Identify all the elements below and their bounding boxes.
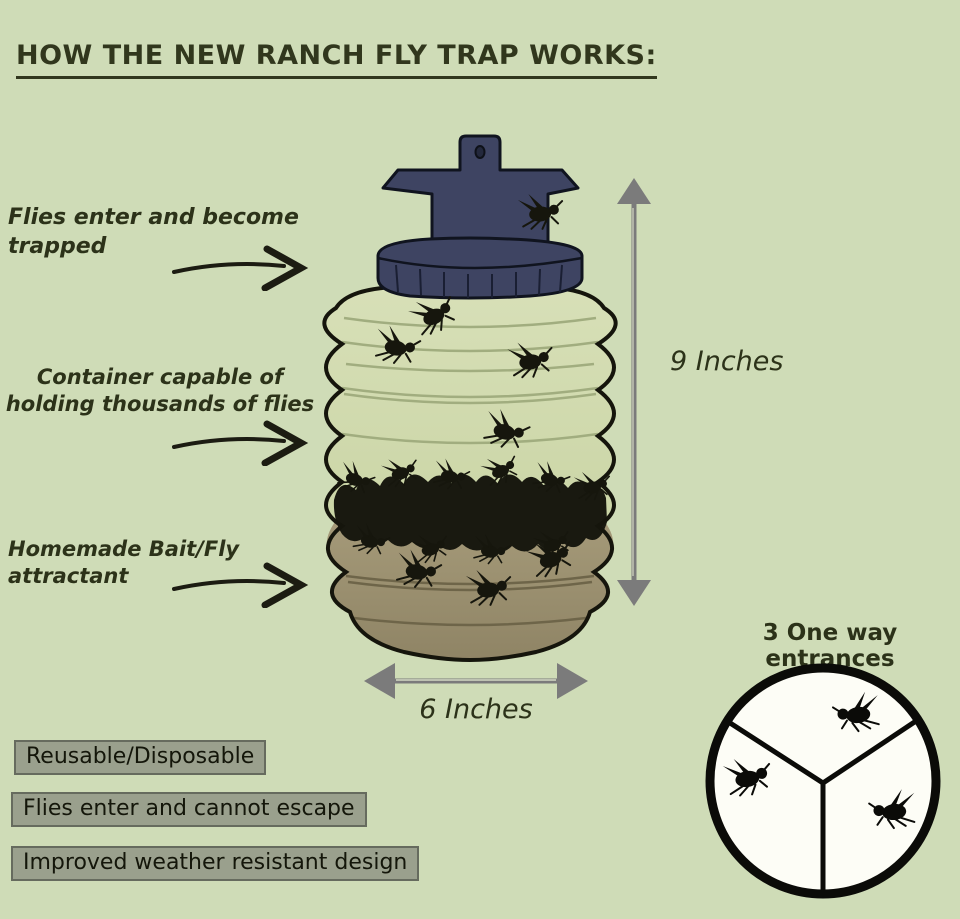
trap-lid-ring bbox=[376, 236, 584, 300]
width-dimension-arrow-icon bbox=[364, 663, 588, 699]
hand-arrow-icon bbox=[172, 420, 309, 466]
feature-badge: Reusable/Disposable bbox=[14, 740, 267, 775]
annotation-flies-enter: Flies enter and become trapped bbox=[8, 205, 299, 259]
fly-swarm bbox=[333, 448, 613, 568]
trap-cap bbox=[376, 134, 584, 300]
entrance-diagram bbox=[705, 663, 941, 899]
fly-trap-illustration bbox=[322, 134, 618, 663]
divider-lines bbox=[724, 716, 922, 897]
feature-badge: Flies enter and cannot escape bbox=[11, 792, 367, 827]
feature-badge: Improved weather resistant design bbox=[11, 846, 420, 881]
height-label: 9 Inches bbox=[670, 346, 784, 377]
trap-body-outline bbox=[322, 279, 618, 663]
width-label: 6 Inches bbox=[419, 694, 533, 725]
annotation-bait: Homemade Bait/Fly attractant bbox=[8, 537, 240, 589]
hanger-hole bbox=[474, 145, 486, 159]
hand-arrow-icon bbox=[172, 245, 309, 291]
page-title: HOW THE NEW RANCH FLY TRAP WORKS: bbox=[16, 40, 657, 79]
hand-arrow-icon bbox=[172, 562, 309, 608]
height-dimension-arrow-icon bbox=[617, 178, 651, 606]
annotation-container-capacity: Container capable of holding thousands o… bbox=[5, 365, 315, 417]
trap-bait-section bbox=[326, 518, 614, 660]
